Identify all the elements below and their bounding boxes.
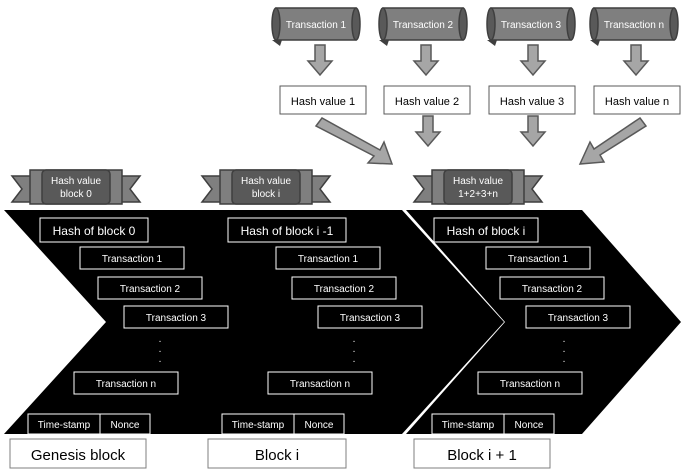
hash-merge-arrows	[314, 115, 648, 165]
banner-line-1: Hash value	[453, 176, 503, 187]
ellipsis-dot: .	[159, 344, 162, 355]
transaction-label: Transaction 3	[146, 313, 207, 324]
timestamp-label: Time-stamp	[442, 420, 495, 431]
diagonal-arrow-icon	[314, 117, 394, 165]
hash-values: Hash value 1 Hash value 2 Hash value 3 H…	[279, 85, 681, 115]
prev-hash-label: Hash of block i -1	[241, 224, 334, 238]
block-chevron	[406, 210, 681, 434]
transaction-scroll-label: Transaction 2	[393, 20, 454, 31]
timestamp-label: Time-stamp	[232, 420, 285, 431]
ellipsis-dot: .	[159, 334, 162, 345]
ellipsis-dot: .	[563, 354, 566, 365]
hash-value-box-n	[593, 85, 681, 115]
down-arrow-icon	[520, 115, 546, 147]
hash-value-label: Hash value 3	[500, 96, 564, 108]
nonce-label: Nonce	[305, 420, 334, 431]
nonce-label: Nonce	[515, 420, 544, 431]
transaction-label: Transaction 2	[120, 284, 181, 295]
transaction-scroll-label: Transaction 3	[501, 20, 562, 31]
transaction-scroll-n: Transaction n	[589, 7, 679, 47]
diagonal-arrow-icon	[578, 116, 648, 165]
banner-line-2: block 0	[60, 189, 92, 200]
scroll-to-hash-arrows	[307, 44, 649, 76]
hash-value-box-1	[279, 85, 367, 115]
transaction-label: Transaction 2	[522, 284, 583, 295]
ellipsis-dot: .	[563, 334, 566, 345]
transaction-scroll-3: Transaction 3	[486, 7, 576, 47]
down-arrow-icon	[415, 115, 441, 147]
down-arrow-icon	[623, 44, 649, 76]
block-name: Genesis block	[31, 447, 126, 464]
block-genesis: Hash value block 0 Hash of block 0 Trans…	[4, 169, 310, 469]
hash-value-box-3	[488, 85, 576, 115]
banner-line-2: block i	[252, 189, 280, 200]
banner-line-1: Hash value	[241, 176, 291, 187]
down-arrow-icon	[413, 44, 439, 76]
transaction-scroll-1: Transaction 1	[271, 7, 361, 47]
block-i: Hash value block i Hash of block i -1 Tr…	[194, 169, 504, 469]
banner-line-2: 1+2+3+n	[458, 189, 498, 200]
transaction-label: Transaction n	[500, 379, 560, 390]
hash-value-label: Hash value 2	[395, 96, 459, 108]
transaction-label: Transaction 3	[548, 313, 609, 324]
transaction-scroll-2: Transaction 2	[378, 7, 468, 47]
hash-value-label: Hash value 1	[291, 96, 355, 108]
transaction-scroll-label: Transaction 1	[286, 20, 347, 31]
transaction-label: Transaction 1	[508, 254, 569, 265]
block-banner: Hash value 1+2+3+n	[413, 169, 543, 205]
block-chevron	[194, 210, 504, 434]
block-name: Block i + 1	[447, 447, 517, 464]
hash-value-label: Hash value n	[605, 96, 669, 108]
transaction-label: Transaction 3	[340, 313, 401, 324]
transaction-label: Transaction n	[290, 379, 350, 390]
ellipsis-dot: .	[353, 354, 356, 365]
transaction-label: Transaction 1	[102, 254, 163, 265]
ellipsis-dot: .	[353, 334, 356, 345]
top-transactions: Transaction 1 Transaction 2 Transaction …	[271, 7, 679, 47]
block-name: Block i	[255, 447, 299, 464]
down-arrow-icon	[520, 44, 546, 76]
hash-value-box-2	[383, 85, 471, 115]
prev-hash-label: Hash of block i	[447, 224, 526, 238]
block-banner: Hash value block 0	[11, 169, 141, 205]
down-arrow-icon	[307, 44, 333, 76]
banner-line-1: Hash value	[51, 176, 101, 187]
block-banner: Hash value block i	[201, 169, 331, 205]
timestamp-label: Time-stamp	[38, 420, 91, 431]
block-i-plus-1: Hash value 1+2+3+n Hash of block i Trans…	[406, 169, 681, 469]
transaction-scroll-label: Transaction n	[604, 20, 664, 31]
nonce-label: Nonce	[111, 420, 140, 431]
ellipsis-dot: .	[159, 354, 162, 365]
prev-hash-label: Hash of block 0	[53, 224, 136, 238]
transaction-label: Transaction 1	[298, 254, 359, 265]
ellipsis-dot: .	[563, 344, 566, 355]
transaction-label: Transaction 2	[314, 284, 375, 295]
ellipsis-dot: .	[353, 344, 356, 355]
transaction-label: Transaction n	[96, 379, 156, 390]
